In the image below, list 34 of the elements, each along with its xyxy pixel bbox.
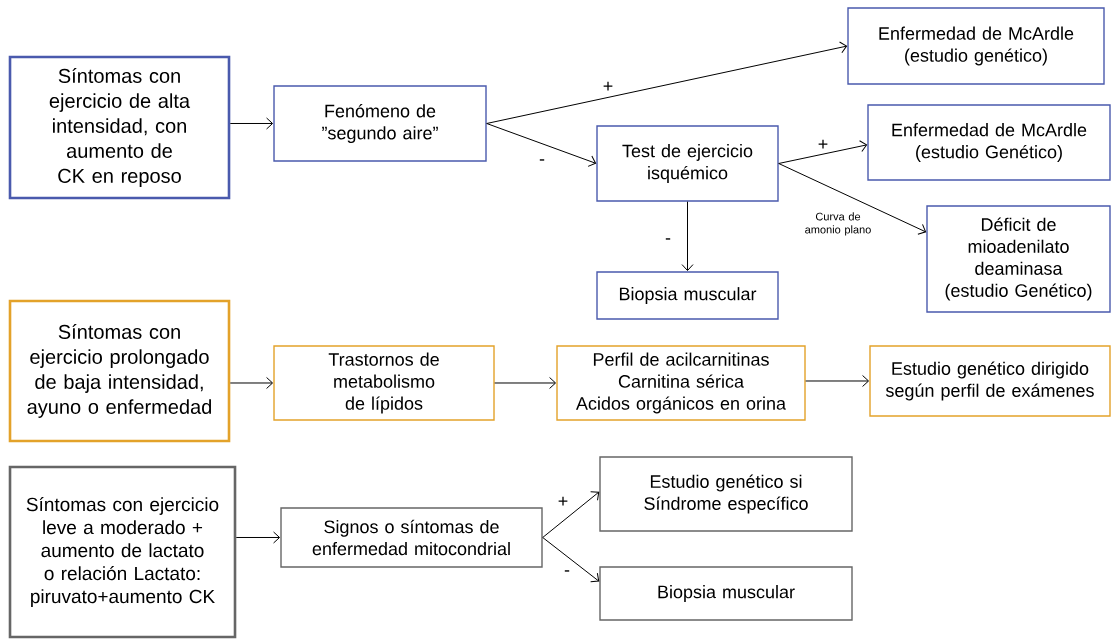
- edge-label: Curva de amonio plano: [797, 211, 879, 237]
- process-box: Biopsia muscular: [596, 271, 779, 320]
- process-box: Fenómeno de ”segundo aire”: [273, 85, 487, 162]
- arrow: [486, 123, 597, 167]
- edge-label: +: [556, 495, 570, 509]
- arrow: [229, 377, 274, 389]
- arrow: [542, 537, 600, 583]
- process-box: Enfermedad de McArdle (estudio genético): [847, 7, 1105, 85]
- process-box: Déficit de mioadenilato deaminasa (estudio Genético): [926, 205, 1111, 313]
- edge-label: -: [535, 158, 549, 166]
- process-box: Síntomas con ejercicio leve a moderado + aumento de lactato o relación Lactato: piruvato+aumento CK: [8, 465, 237, 639]
- arrow: [235, 531, 281, 544]
- arrow: [542, 491, 600, 538]
- arrow: [805, 375, 870, 387]
- process-box: Trastornos de metabolismo de lípidos: [273, 345, 495, 421]
- process-box: Síntomas con ejercicio de alta intensidad, con aumento de CK en reposo: [8, 55, 231, 200]
- arrow: [778, 140, 868, 164]
- process-box: Estudio genético si Síndrome específico: [599, 456, 853, 532]
- process-box: Perfil de acilcarnitinas Carnitina sérica Acidos orgánicos en orina: [556, 345, 806, 421]
- process-box: Biopsia muscular: [599, 566, 853, 621]
- edge-label: -: [661, 237, 675, 245]
- edge-label: +: [601, 80, 615, 94]
- arrow: [229, 117, 274, 130]
- process-box: Test de ejercicio isquémico: [596, 125, 779, 202]
- arrow: [778, 163, 927, 235]
- arrow: [486, 41, 848, 124]
- process-box: Síntomas con ejercicio prolongado de baja intensidad, ayuno o enfermedad: [8, 299, 231, 443]
- process-box: Enfermedad de McArdle (estudio Genético): [867, 104, 1111, 181]
- process-box: Signos o síntomas de enfermedad mitocondrial: [280, 507, 543, 568]
- edge-label: -: [560, 569, 574, 577]
- arrow: [494, 377, 557, 389]
- arrow: [681, 201, 694, 272]
- edge-label: +: [816, 138, 830, 152]
- process-box: Estudio genético dirigido según perfil de exámenes: [869, 345, 1111, 417]
